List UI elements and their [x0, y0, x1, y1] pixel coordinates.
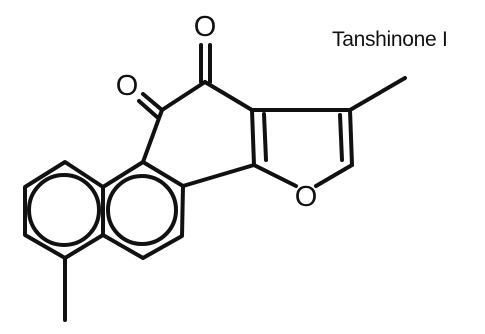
bond-c4-ring: [181, 163, 256, 188]
atom-oxygen-left: O: [116, 70, 139, 102]
aromatic-ring-left: [23, 160, 105, 260]
bond-carbonyl-left-a: [141, 92, 164, 112]
aromatic-circle-right: [106, 174, 178, 246]
bond-furan-right-inner: [338, 113, 344, 162]
bond-ring-c1: [141, 108, 164, 164]
compound-name-label: Tanshinone I: [332, 28, 448, 51]
bond-methyl-furan: [348, 76, 407, 112]
atom-oxygen-furan: O: [295, 181, 318, 213]
atom-oxygen-top: O: [194, 11, 217, 43]
bond-c2-c3: [203, 80, 254, 112]
bond-c3-c4: [250, 108, 256, 167]
aromatic-ring-right: [101, 160, 185, 260]
bond-c1-c2: [160, 80, 207, 112]
bond-furan-o-left: [252, 163, 298, 188]
bond-carbonyl-left-b: [137, 99, 159, 119]
bond-furan-o-right: [314, 163, 354, 188]
bond-furan-right: [348, 108, 354, 167]
aromatic-circle-left: [27, 173, 101, 247]
bond-c3-c4-inner: [262, 112, 268, 162]
